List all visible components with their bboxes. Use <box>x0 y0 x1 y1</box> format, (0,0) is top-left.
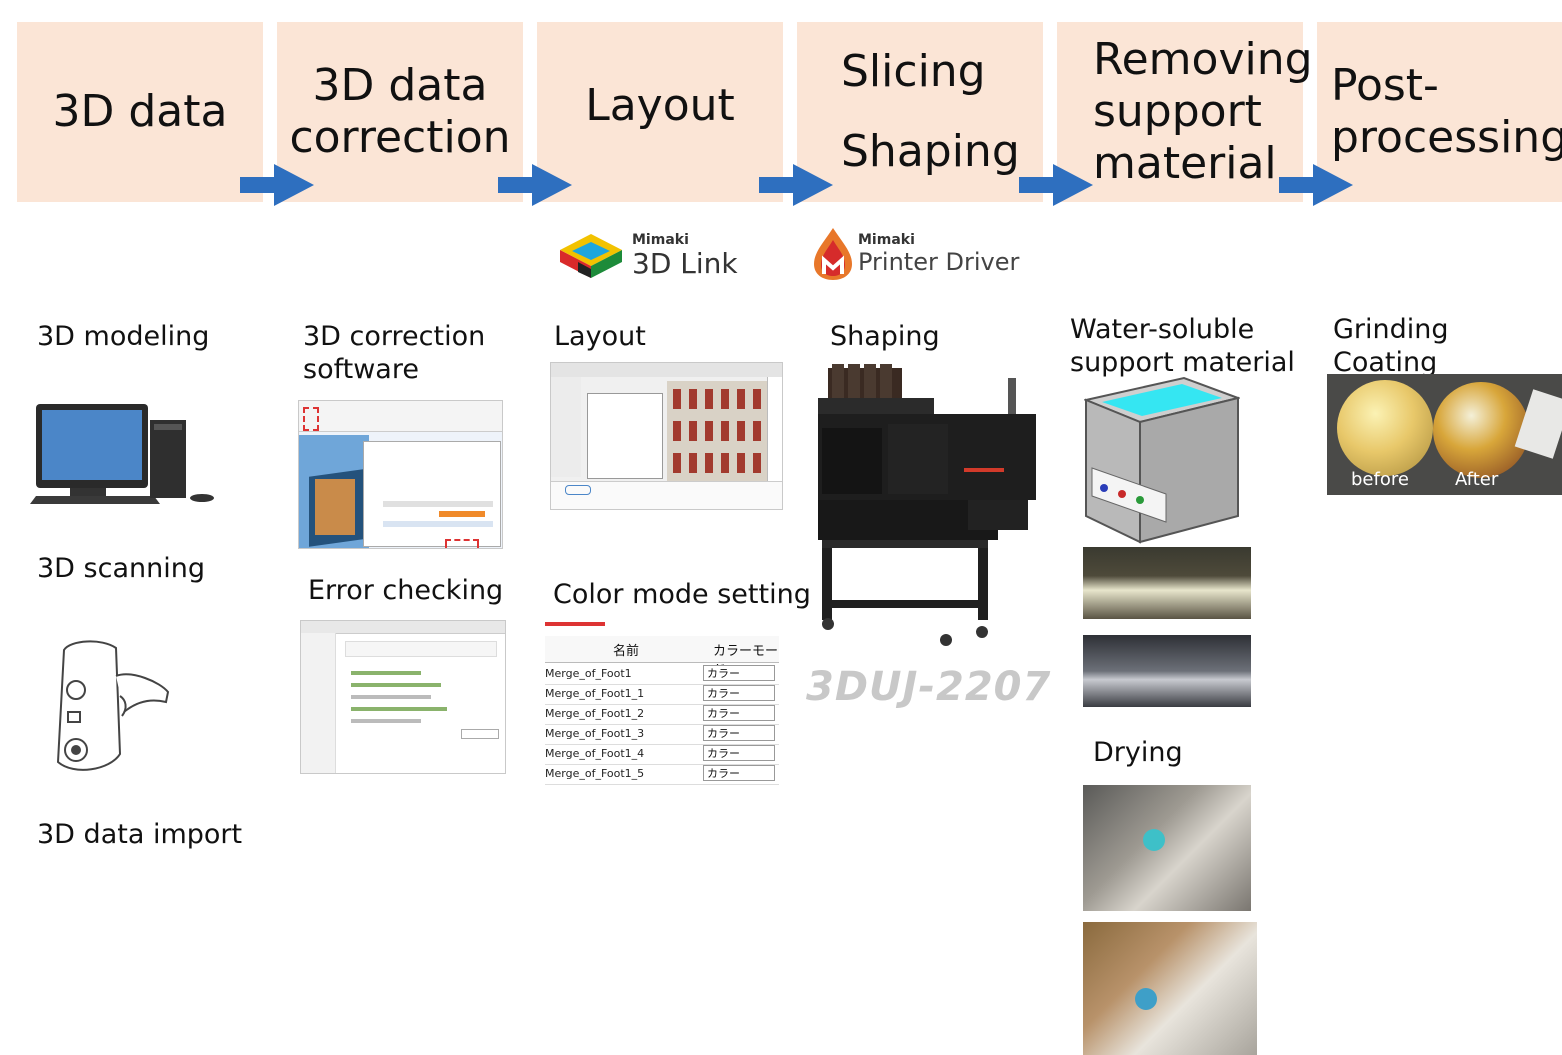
arrow-right-icon <box>498 164 572 206</box>
table-row: Merge_of_Foot1_4 カラー <box>545 744 779 765</box>
label-3d-scanning: 3D scanning <box>37 553 205 584</box>
logo-name: 3D Link <box>632 247 738 280</box>
step-label: 3D data correction <box>289 60 511 163</box>
3d-printer-icon <box>818 364 1036 646</box>
arrow-right-icon <box>1019 164 1093 206</box>
color-mode-select[interactable]: カラー <box>703 725 775 741</box>
table-header-name: 名前 <box>613 644 640 659</box>
after-label: After <box>1455 469 1499 490</box>
label-color-mode-setting: Color mode setting <box>553 579 811 610</box>
table-row: Merge_of_Foot1_5 カラー <box>545 764 779 785</box>
step-3d-data-correction: 3D data correction <box>277 22 523 202</box>
label-3d-data-import: 3D data import <box>37 819 243 850</box>
error-checking-screenshot <box>300 620 506 774</box>
computer-icon <box>30 404 214 504</box>
table-row: Merge_of_Foot1 カラー <box>545 664 779 685</box>
step-slicing-shaping: Slicing Shaping <box>797 22 1043 202</box>
before-label: before <box>1351 469 1409 490</box>
label-grinding-coating: Grinding Coating <box>1333 314 1449 378</box>
logo-name: Printer Driver <box>858 248 1020 276</box>
step-post-processing: Post- processing <box>1317 22 1562 202</box>
label-shaping: Shaping <box>830 321 940 352</box>
post-processing-photo: before After <box>1327 374 1562 495</box>
color-mode-select[interactable]: カラー <box>703 665 775 681</box>
printer-driver-logo-icon <box>814 228 852 280</box>
row-name: Merge_of_Foot1_2 <box>545 707 645 720</box>
printer-model-label: 3DUJ-2207 <box>806 664 1052 710</box>
layout-screenshot <box>550 362 783 510</box>
arrow-right-icon <box>759 164 833 206</box>
row-name: Merge_of_Foot1_4 <box>545 747 645 760</box>
step-layout: Layout <box>537 22 783 202</box>
table-row: Merge_of_Foot1_1 カラー <box>545 684 779 705</box>
label-water-soluble: Water-soluble support material <box>1070 314 1295 378</box>
arrow-right-icon <box>1279 164 1353 206</box>
mimaki-3d-link-logo: Mimaki 3D Link <box>558 228 758 284</box>
color-mode-select[interactable]: カラー <box>703 745 775 761</box>
label-3d-correction-software: 3D correction software <box>303 321 486 385</box>
step-label: 3D data <box>52 86 228 137</box>
color-mode-select[interactable]: カラー <box>703 685 775 701</box>
table-row: Merge_of_Foot1_2 カラー <box>545 704 779 725</box>
label-layout: Layout <box>554 321 646 352</box>
logo-brand: Mimaki <box>858 232 915 248</box>
step-label: Post- processing <box>1331 60 1562 163</box>
drying-photo-2 <box>1083 922 1257 1055</box>
step-label: Slicing Shaping <box>841 46 1020 177</box>
label-3d-modeling: 3D modeling <box>37 321 210 352</box>
mimaki-printer-driver-logo: Mimaki Printer Driver <box>812 226 1042 282</box>
color-mode-table: 名前 カラーモード Merge_of_Foot1 カラー Merge_of_Fo… <box>545 622 779 796</box>
step-3d-data: 3D data <box>17 22 263 202</box>
label-error-checking: Error checking <box>308 575 504 606</box>
color-mode-select[interactable]: カラー <box>703 765 775 781</box>
water-tank-icon <box>1084 376 1240 544</box>
step-label: Layout <box>585 80 735 131</box>
row-name: Merge_of_Foot1_3 <box>545 727 645 740</box>
logo-brand: Mimaki <box>632 232 689 248</box>
support-removal-photo-1 <box>1083 547 1251 619</box>
arrow-right-icon <box>240 164 314 206</box>
correction-software-screenshot <box>298 400 503 549</box>
step-label: Removing support material <box>1093 34 1313 189</box>
step-removing-support: Removing support material <box>1057 22 1313 202</box>
drying-photo-1 <box>1083 785 1251 911</box>
support-removal-photo-2 <box>1083 635 1251 707</box>
3d-scanner-icon <box>56 640 170 771</box>
3d-link-logo-icon <box>560 234 622 278</box>
row-name: Merge_of_Foot1_5 <box>545 767 645 780</box>
row-name: Merge_of_Foot1 <box>545 667 632 680</box>
color-mode-select[interactable]: カラー <box>703 705 775 721</box>
row-name: Merge_of_Foot1_1 <box>545 687 645 700</box>
label-drying: Drying <box>1093 737 1183 768</box>
table-row: Merge_of_Foot1_3 カラー <box>545 724 779 745</box>
